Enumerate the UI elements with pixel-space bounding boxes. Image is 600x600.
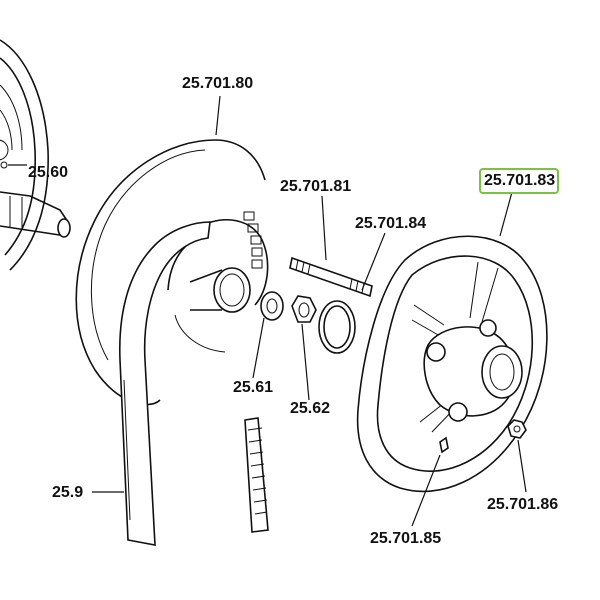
label-25-62: 25.62 (290, 400, 331, 417)
label-25-701-86: 25.701.86 (487, 496, 559, 513)
label-25-701-81: 25.701.81 (280, 178, 352, 195)
label-25-61: 25.61 (233, 379, 274, 396)
label-25-701-80: 25.701.80 (182, 75, 254, 92)
label-25-60: 25.60 (28, 164, 69, 181)
label-25-701-85: 25.701.85 (370, 530, 442, 547)
threaded-stud (289, 256, 373, 298)
hex-nut (291, 295, 317, 323)
label-25-701-84: 25.701.84 (355, 215, 427, 232)
spacer-washer (260, 291, 284, 321)
driven-pulley-half (356, 235, 548, 493)
large-pulley-disc (75, 139, 269, 406)
label-25-9: 25.9 (52, 484, 84, 501)
label-25-701-83-highlighted[interactable]: 25.701.83 (479, 168, 560, 194)
wheel-assembly-partial (0, 39, 71, 271)
leader-lines (8, 95, 527, 527)
o-ring (318, 300, 356, 354)
flange-nut (507, 419, 527, 439)
drive-belt (118, 221, 269, 546)
